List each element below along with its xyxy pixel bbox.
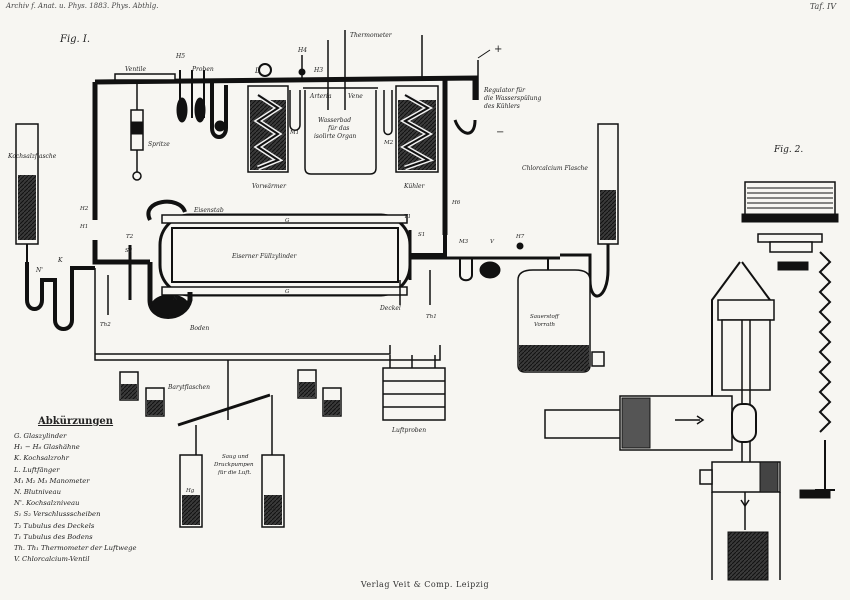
abbr-item: Th. Th₁ Thermometer der Luftwege: [14, 544, 137, 553]
label-t2: T2: [126, 234, 134, 240]
abbr-item: L. Luftfänger: [14, 465, 60, 474]
label-t1: T1: [404, 214, 411, 220]
label-deckel: Deckel: [379, 305, 401, 312]
fig1-title: Fig. I.: [59, 34, 90, 45]
label-n: N: [172, 296, 178, 302]
label-pumpen-2: Druckpumpen: [213, 462, 254, 468]
abbr-item: T₂ Tubulus des Deckels: [14, 521, 95, 530]
label-luftproben: Luftproben: [391, 427, 426, 434]
label-minus: −: [496, 127, 504, 138]
label-wasserbad-3: isolirte Organ: [314, 133, 356, 140]
label-s1: S1: [418, 232, 425, 238]
abbr-item: T₁ Tubulus des Bodens: [14, 532, 93, 541]
header-left: Archiv f. Anat. u. Phys. 1883. Phys. Abt…: [6, 2, 159, 10]
abbr-item: H₁ − H₆ Glashähne: [14, 443, 80, 452]
label-h2: H2: [79, 206, 89, 212]
label-h3: H3: [313, 67, 323, 74]
label-arteria: Arteria: [309, 93, 332, 100]
label-nprime: N': [35, 267, 43, 274]
label-sauerstoff-1: Sauerstoff: [530, 314, 560, 320]
label-fuellzylinder: Eiserner Füllzylinder: [231, 253, 297, 260]
label-wasserbad-1: Wasserbad: [318, 117, 351, 124]
label-regulator-2: die Wasserspülung: [484, 95, 541, 102]
publisher-line: Verlag Veit & Comp. Leipzig: [360, 580, 490, 589]
label-ventile: Ventile: [125, 66, 146, 73]
label-h6: H6: [451, 200, 461, 206]
label-h1: H1: [79, 224, 88, 230]
label-boden: Boden: [189, 325, 209, 332]
label-h4: H4: [297, 47, 307, 54]
label-m3: M3: [458, 239, 469, 245]
label-plus: +: [494, 44, 502, 55]
abbr-item: V. Chlorcalcium-Ventil: [14, 555, 90, 564]
label-hg-1: Hg: [185, 488, 195, 494]
label-proben: Proben: [191, 66, 214, 73]
label-hg-2: Hg: [267, 506, 277, 512]
label-m1: M1: [289, 130, 299, 136]
label-g-top: G: [285, 218, 290, 224]
label-spritze: Spritze: [148, 141, 170, 148]
label-pumpen-3: für die Luft.: [217, 470, 252, 476]
label-s2: S2: [125, 248, 133, 254]
label-th2: Th2: [100, 322, 111, 328]
abbr-item: M₁ M₂ M₃ Manometer: [14, 476, 90, 485]
abbr-item: G. Glaszylinder: [14, 432, 67, 440]
abbreviations-title: Abkürzungen: [38, 416, 114, 427]
label-barytflaschen: Barytflaschen: [167, 384, 210, 391]
label-v: V: [490, 239, 495, 245]
label-l: L: [254, 67, 260, 75]
label-thermometer: Thermometer: [350, 32, 393, 39]
abbr-item: S₁ S₂ Verschlussscheiben: [14, 510, 101, 519]
label-th1: Th1: [426, 314, 437, 320]
label-g-bottom: G: [285, 289, 290, 295]
label-h5: H5: [175, 53, 185, 60]
label-vorwaermer: Vorwärmer: [252, 183, 287, 190]
label-vena: Vene: [348, 93, 363, 100]
abbr-item: N. Blutniveau: [14, 488, 61, 497]
label-regulator-1: Regulator für: [483, 87, 526, 94]
label-kuehler: Kühler: [403, 183, 426, 190]
label-pumpen-1: Saug und: [222, 454, 249, 460]
abbr-item: K. Kochsalzrohr: [14, 454, 69, 463]
label-sauerstoff-2: Vorrath: [534, 322, 556, 328]
fig2-title: Fig. 2.: [773, 145, 803, 155]
label-chlorcalcium: Chlorcalcium Flasche: [522, 165, 588, 172]
label-regulator-3: des Kühlers: [484, 103, 520, 110]
label-wasserbad-2: für das: [327, 125, 349, 132]
abbreviations-legend: Abkürzungen G. Glaszylinder H₁ − H₆ Glas…: [14, 416, 224, 565]
fig1-labels: Fig. I. Ventile H5 Proben L H4 H3 Thermo…: [7, 32, 588, 512]
abbr-item: N'. Kochsalzniveau: [14, 499, 80, 508]
fig1-diagram: [15, 30, 619, 528]
label-eisenstab: Eisenstab: [193, 207, 224, 214]
label-h7: H7: [515, 234, 525, 240]
label-k: K: [57, 257, 63, 264]
label-kochsalzflasche: Kochsalzflasche: [7, 153, 57, 160]
label-m2: M2: [383, 140, 394, 146]
fig2-diagram: [544, 181, 839, 581]
header-right: Taf. IV: [809, 2, 836, 11]
